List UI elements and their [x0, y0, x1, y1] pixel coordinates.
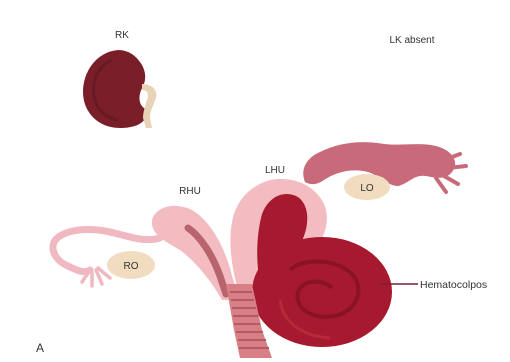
label-rk: RK	[115, 30, 129, 41]
label-lhu: LHU	[265, 165, 285, 176]
ureter	[142, 84, 156, 128]
hematocolpos	[252, 237, 418, 347]
label-lo: LO	[360, 183, 374, 194]
hematocolpos-outer	[252, 237, 392, 347]
panel-label: A	[36, 341, 44, 355]
label-hematocolpos: Hematocolpos	[420, 279, 487, 291]
label-lk-absent: LK absent	[389, 35, 434, 46]
label-ro: RO	[124, 261, 139, 272]
right-kidney	[83, 50, 156, 128]
label-rhu: RHU	[179, 186, 201, 197]
